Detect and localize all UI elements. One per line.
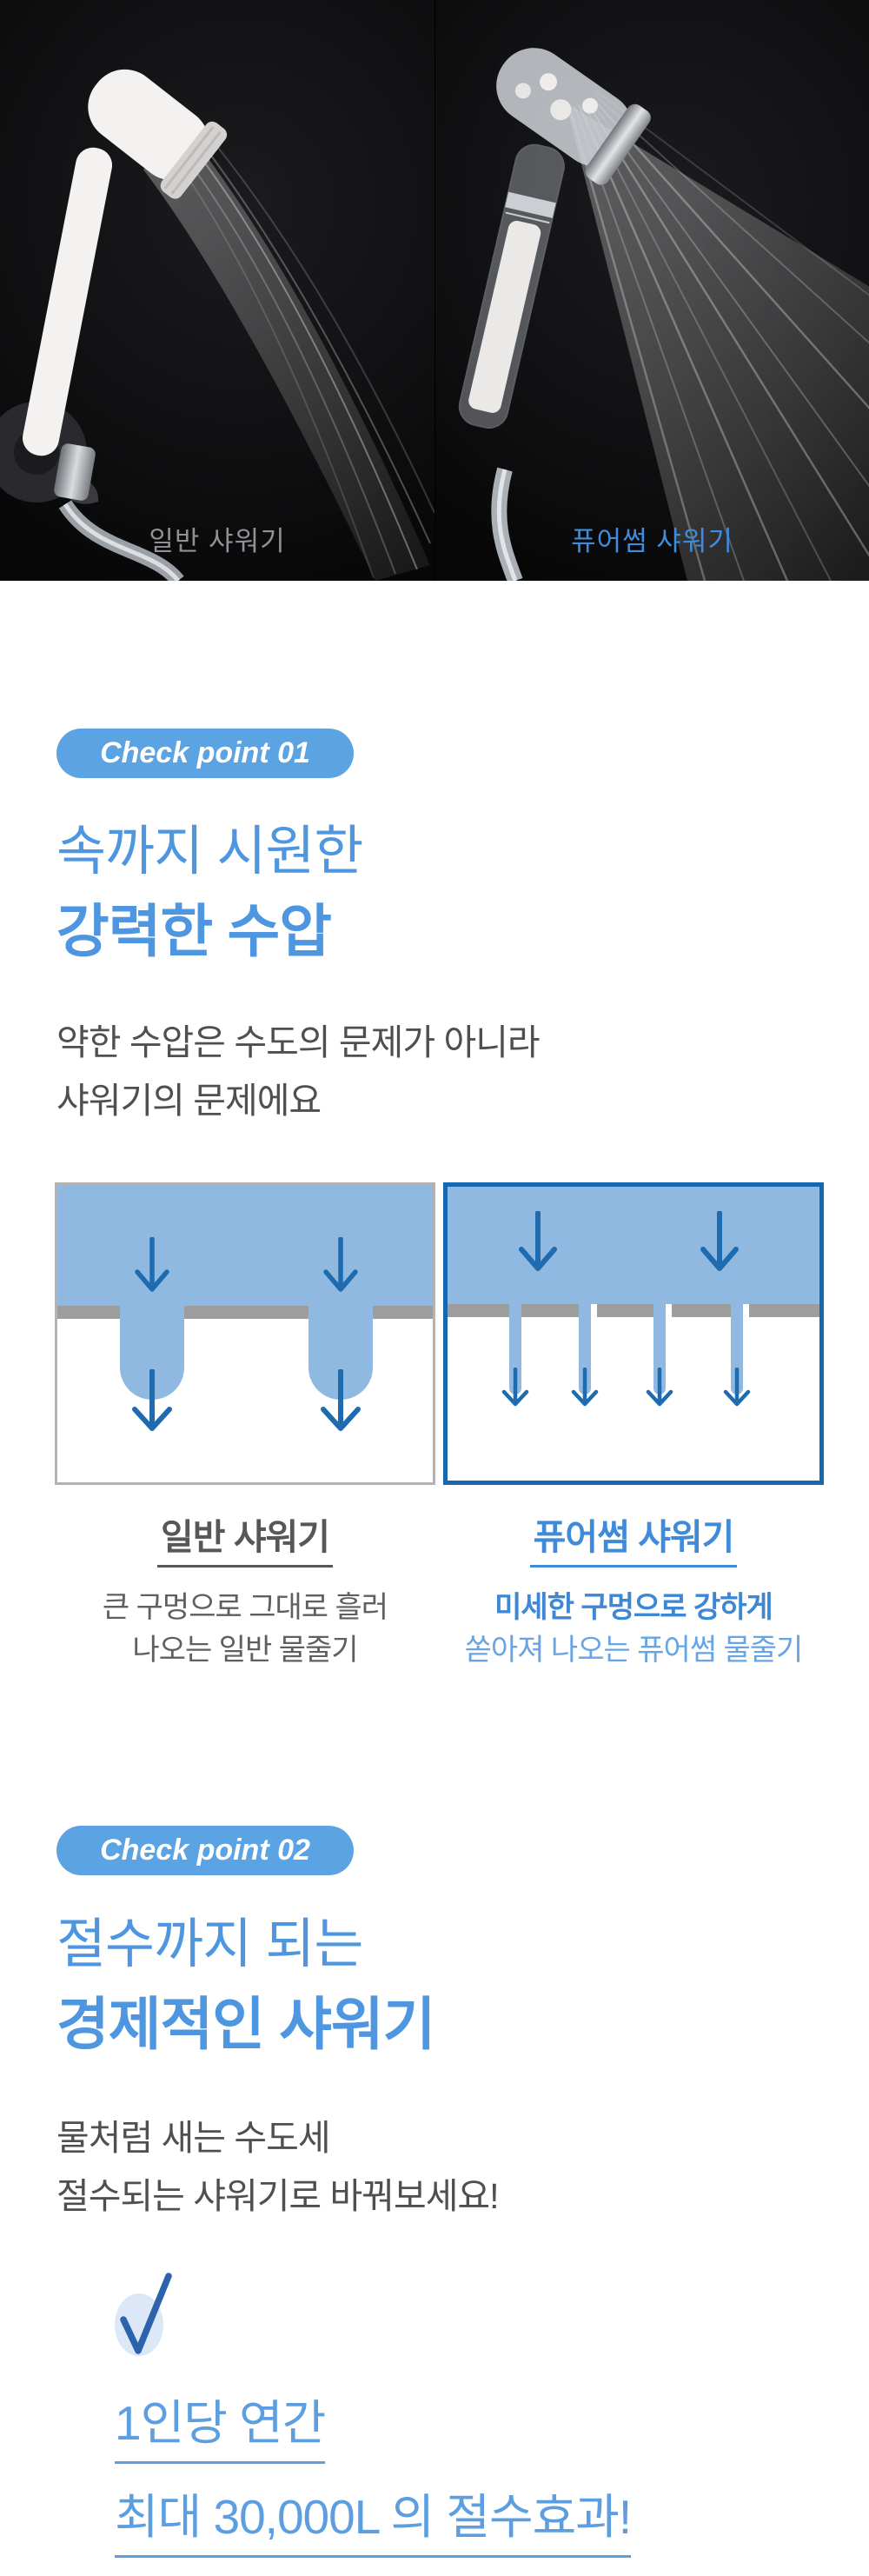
water-spray [566,103,869,581]
down-arrow-icon [135,1237,169,1292]
checkmark-icon [120,2273,172,2354]
highlight-line: 최대 30,000L 의 절수효과! [115,2478,632,2558]
heading-line-bold: 강력한 수압 [56,899,332,963]
cotton-filter [468,220,541,413]
heading-line-bold: 경제적인 샤워기 [56,1992,435,2056]
caption-generic: 일반 샤워기 큰 구멍으로 그대로 흘러 나오는 일반 물줄기 [55,1508,435,1672]
water-body [57,1185,433,1306]
plate-segment [597,1304,653,1317]
filter-handle [458,143,565,429]
down-arrow-icon [132,1369,172,1431]
photo-label-generic: 일반 샤워기 [149,526,286,556]
water-pressure-diagram [55,1182,824,1485]
plate-segment [184,1306,308,1319]
photo-label-puresome: 퓨어썸 샤워기 [571,526,733,556]
body-line: 물처럼 새는 수도세 [56,2118,331,2158]
plate-segment [521,1304,579,1317]
water-body [448,1187,819,1304]
plate-segment [373,1306,433,1319]
body-line: 샤워기의 문제에요 [56,1081,322,1121]
water-spray [143,130,430,581]
section2-heading: 절수까지 되는 경제적인 샤워기 [56,1911,435,2059]
caption-title: 퓨어썸 샤워기 [529,1508,738,1568]
plate-segment [749,1304,819,1317]
water-stream [509,1304,521,1395]
section1-heading: 속까지 시원한 강력한 수압 [56,818,363,966]
down-arrow-icon [723,1368,751,1407]
caption-title: 일반 샤워기 [157,1508,333,1568]
down-arrow-icon [519,1211,557,1271]
checkpoint-02-badge: Check point 02 [56,1826,354,1875]
down-arrow-icon [501,1368,529,1407]
shower-handle [23,147,113,456]
photo-generic-shower: 일반 샤워기 [0,0,434,581]
highlight-line: 1인당 연간 [115,2384,326,2464]
generic-shower-illustration [0,69,434,581]
down-arrow-icon [323,1237,358,1292]
diagram-captions: 일반 샤워기 큰 구멍으로 그대로 흘러 나오는 일반 물줄기 퓨어썸 샤워기 … [55,1508,824,1672]
down-arrow-icon [646,1368,673,1407]
section2-body: 물처럼 새는 수도세 절수되는 샤워기로 바꿔보세요! [56,2109,500,2226]
heading-line: 절수까지 되는 [56,1914,363,1974]
water-stream [579,1304,591,1395]
caption-desc: 미세한 구멍으로 강하게 쏟아져 나오는 퓨어썸 물줄기 [464,1591,804,1667]
heading-line: 속까지 시원한 [56,822,363,882]
shower-head [496,48,651,185]
checkpoint-01-badge: Check point 01 [56,729,354,778]
water-stream [731,1304,743,1395]
body-line: 약한 수압은 수도의 문제가 아니라 [56,1022,541,1062]
photo-puresome-shower: 퓨어썸 샤워기 [434,0,869,581]
savings-highlight: 1인당 연간 최대 30,000L 의 절수효과! [115,2384,632,2558]
puresome-shower-illustration [458,48,869,581]
plate-segment [672,1304,731,1317]
plate-segment [57,1306,120,1319]
caption-puresome: 퓨어썸 샤워기 미세한 구멍으로 강하게 쏟아져 나오는 퓨어썸 물줄기 [443,1508,824,1672]
diagram-panel-puresome [443,1182,824,1485]
shower-head [88,69,228,199]
down-arrow-icon [321,1369,361,1431]
diagram-panel-generic [55,1182,435,1485]
plate-segment [448,1304,509,1317]
caption-desc: 큰 구멍으로 그대로 흘러 나오는 일반 물줄기 [102,1591,388,1667]
water-stream [653,1304,666,1395]
down-arrow-icon [571,1368,599,1407]
comparison-photos: 일반 샤워기 [0,0,869,581]
section1-body: 약한 수압은 수도의 문제가 아니라 샤워기의 문제에요 [56,1014,541,1130]
down-arrow-icon [700,1211,739,1271]
body-line: 절수되는 샤워기로 바꿔보세요! [56,2176,500,2216]
